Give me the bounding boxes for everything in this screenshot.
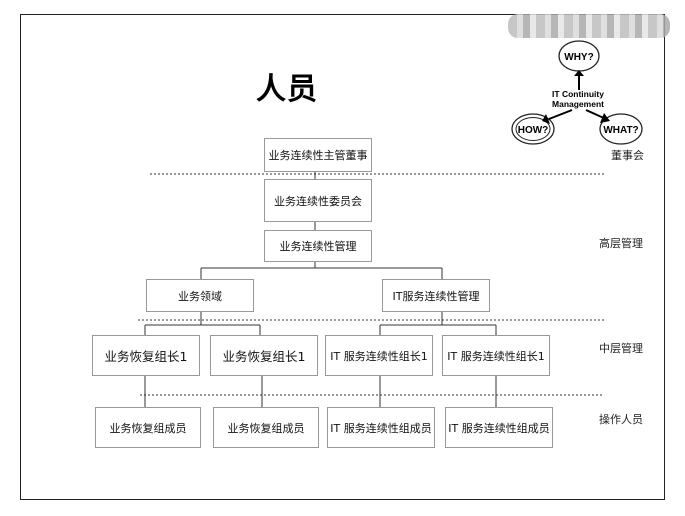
itcm-line2: Management bbox=[552, 99, 604, 109]
arrowhead-what bbox=[600, 113, 610, 123]
node-recovery-leader-1: 业务恢复组长1 bbox=[92, 335, 200, 376]
redacted-watermark bbox=[508, 14, 670, 38]
node-bc-management: 业务连续性管理 bbox=[264, 230, 372, 262]
node-recovery-member-1: 业务恢复组成员 bbox=[95, 407, 201, 448]
what-label: WHAT? bbox=[603, 125, 638, 136]
layer-label-operators: 操作人员 bbox=[599, 413, 643, 426]
why-label: WHY? bbox=[564, 52, 593, 63]
arrowhead-why bbox=[574, 70, 584, 76]
node-business-area: 业务领域 bbox=[146, 279, 254, 312]
it-continuity-badge: WHY? HOW? WHAT? IT Continuity Management bbox=[511, 40, 643, 145]
slide-title: 人员 bbox=[256, 72, 318, 107]
node-it-leader-1: IT 服务连续性组长1 bbox=[325, 335, 433, 376]
what-bubble bbox=[599, 113, 643, 145]
arrow-how bbox=[548, 109, 573, 120]
itcm-line1: IT Continuity bbox=[552, 89, 604, 99]
layer-label-board: 董事会 bbox=[611, 149, 644, 162]
how-label: HOW? bbox=[518, 125, 549, 136]
node-recovery-leader-2: 业务恢复组长1 bbox=[210, 335, 318, 376]
node-recovery-member-2: 业务恢复组成员 bbox=[213, 407, 319, 448]
node-it-member-2: IT 服务连续性组成员 bbox=[445, 407, 553, 448]
node-bc-director: 业务连续性主管董事 bbox=[264, 138, 372, 172]
layer-label-middle: 中层管理 bbox=[599, 342, 643, 355]
layer-label-senior: 高层管理 bbox=[599, 237, 643, 250]
arrowhead-how bbox=[542, 114, 550, 124]
node-it-member-1: IT 服务连续性组成员 bbox=[327, 407, 435, 448]
node-it-leader-2: IT 服务连续性组长1 bbox=[442, 335, 550, 376]
node-it-bc-management: IT服务连续性管理 bbox=[382, 279, 490, 312]
node-bc-committee: 业务连续性委员会 bbox=[264, 179, 372, 222]
how-bubble-inner bbox=[515, 117, 551, 141]
